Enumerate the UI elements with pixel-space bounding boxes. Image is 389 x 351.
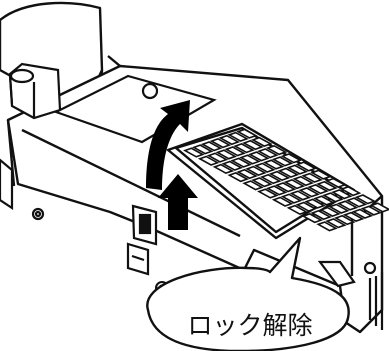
lift-arrow-large-icon [146,100,190,190]
filter-cell [265,185,288,196]
filter-cell [256,148,279,159]
filter-cell [325,177,347,188]
callout-label: ロック解除 [187,311,312,340]
filter-cell [345,197,368,208]
filter-cell [197,155,220,166]
hub-mount [8,62,62,120]
filter-cell [251,136,273,147]
filter-grid [183,128,389,232]
unlock-callout: ロック解除 [146,236,350,351]
filter-cell [339,185,362,197]
connector-port [126,242,150,276]
filter-cell [280,153,303,164]
filter-cell [298,187,320,198]
filter-cell [212,163,235,175]
filter-cell [307,184,329,195]
filter-cell [301,213,323,224]
filter-cell [245,165,267,176]
filter-cell [257,188,279,199]
filter-cell [224,146,246,157]
filter-cell [230,157,252,168]
filter-cell [183,147,205,158]
filter-cell [239,154,261,165]
filter-cell [236,168,258,180]
filter-cell [289,190,312,201]
filter-cell [274,182,297,193]
release-lever[interactable] [131,204,158,246]
filter-cell [271,196,294,207]
side-latch [317,260,384,330]
filter-cell [286,164,309,175]
filter-cell [328,203,350,214]
filter-cell [342,211,365,223]
filter-cell [209,137,232,149]
filter-cell [227,172,249,183]
filter-cell [322,192,344,203]
filter-cell [325,218,347,229]
filter-cell [254,162,276,173]
filter-cell [301,172,323,183]
filter-cell [242,180,264,191]
filter-cell [304,198,326,209]
filter-cell [221,160,244,171]
filter-cell [277,167,300,178]
filter-cell [268,170,291,182]
front-step [0,158,45,221]
filter-cell [333,214,356,226]
lift-arrow-small-icon [158,174,198,230]
cover-plate [53,74,217,144]
filter-cell [310,209,332,221]
filter-cell [313,195,335,206]
filter-cell [360,205,383,216]
filter-cell [236,128,258,139]
filter-cell [286,204,309,216]
filter-cell [283,178,306,190]
filter-cell [215,149,238,160]
filter-cell [251,177,273,188]
filter-cell [265,144,288,156]
filter-cell [271,156,294,167]
filter-cell [351,208,374,219]
filter-cell [200,141,223,152]
filter-cell [280,193,303,204]
filter-cell [295,161,317,172]
filter-cell [330,189,353,200]
filter-cell [336,200,359,211]
filter-cell [242,139,264,151]
filter-cell [248,151,270,162]
filter-cell [259,173,282,185]
filter-cell [292,175,315,187]
filter-cell [316,221,338,232]
filter-cell [354,194,377,205]
filter-cell [227,131,249,142]
filter-cell [310,169,332,180]
filter-cell [295,201,318,212]
filter-cell [319,206,341,217]
filter-cell [233,143,255,154]
filter-cell [191,144,214,155]
filter-cell [206,152,229,163]
filter-cell [262,159,285,170]
filter-cell [218,134,241,146]
filter-cell [316,180,338,192]
